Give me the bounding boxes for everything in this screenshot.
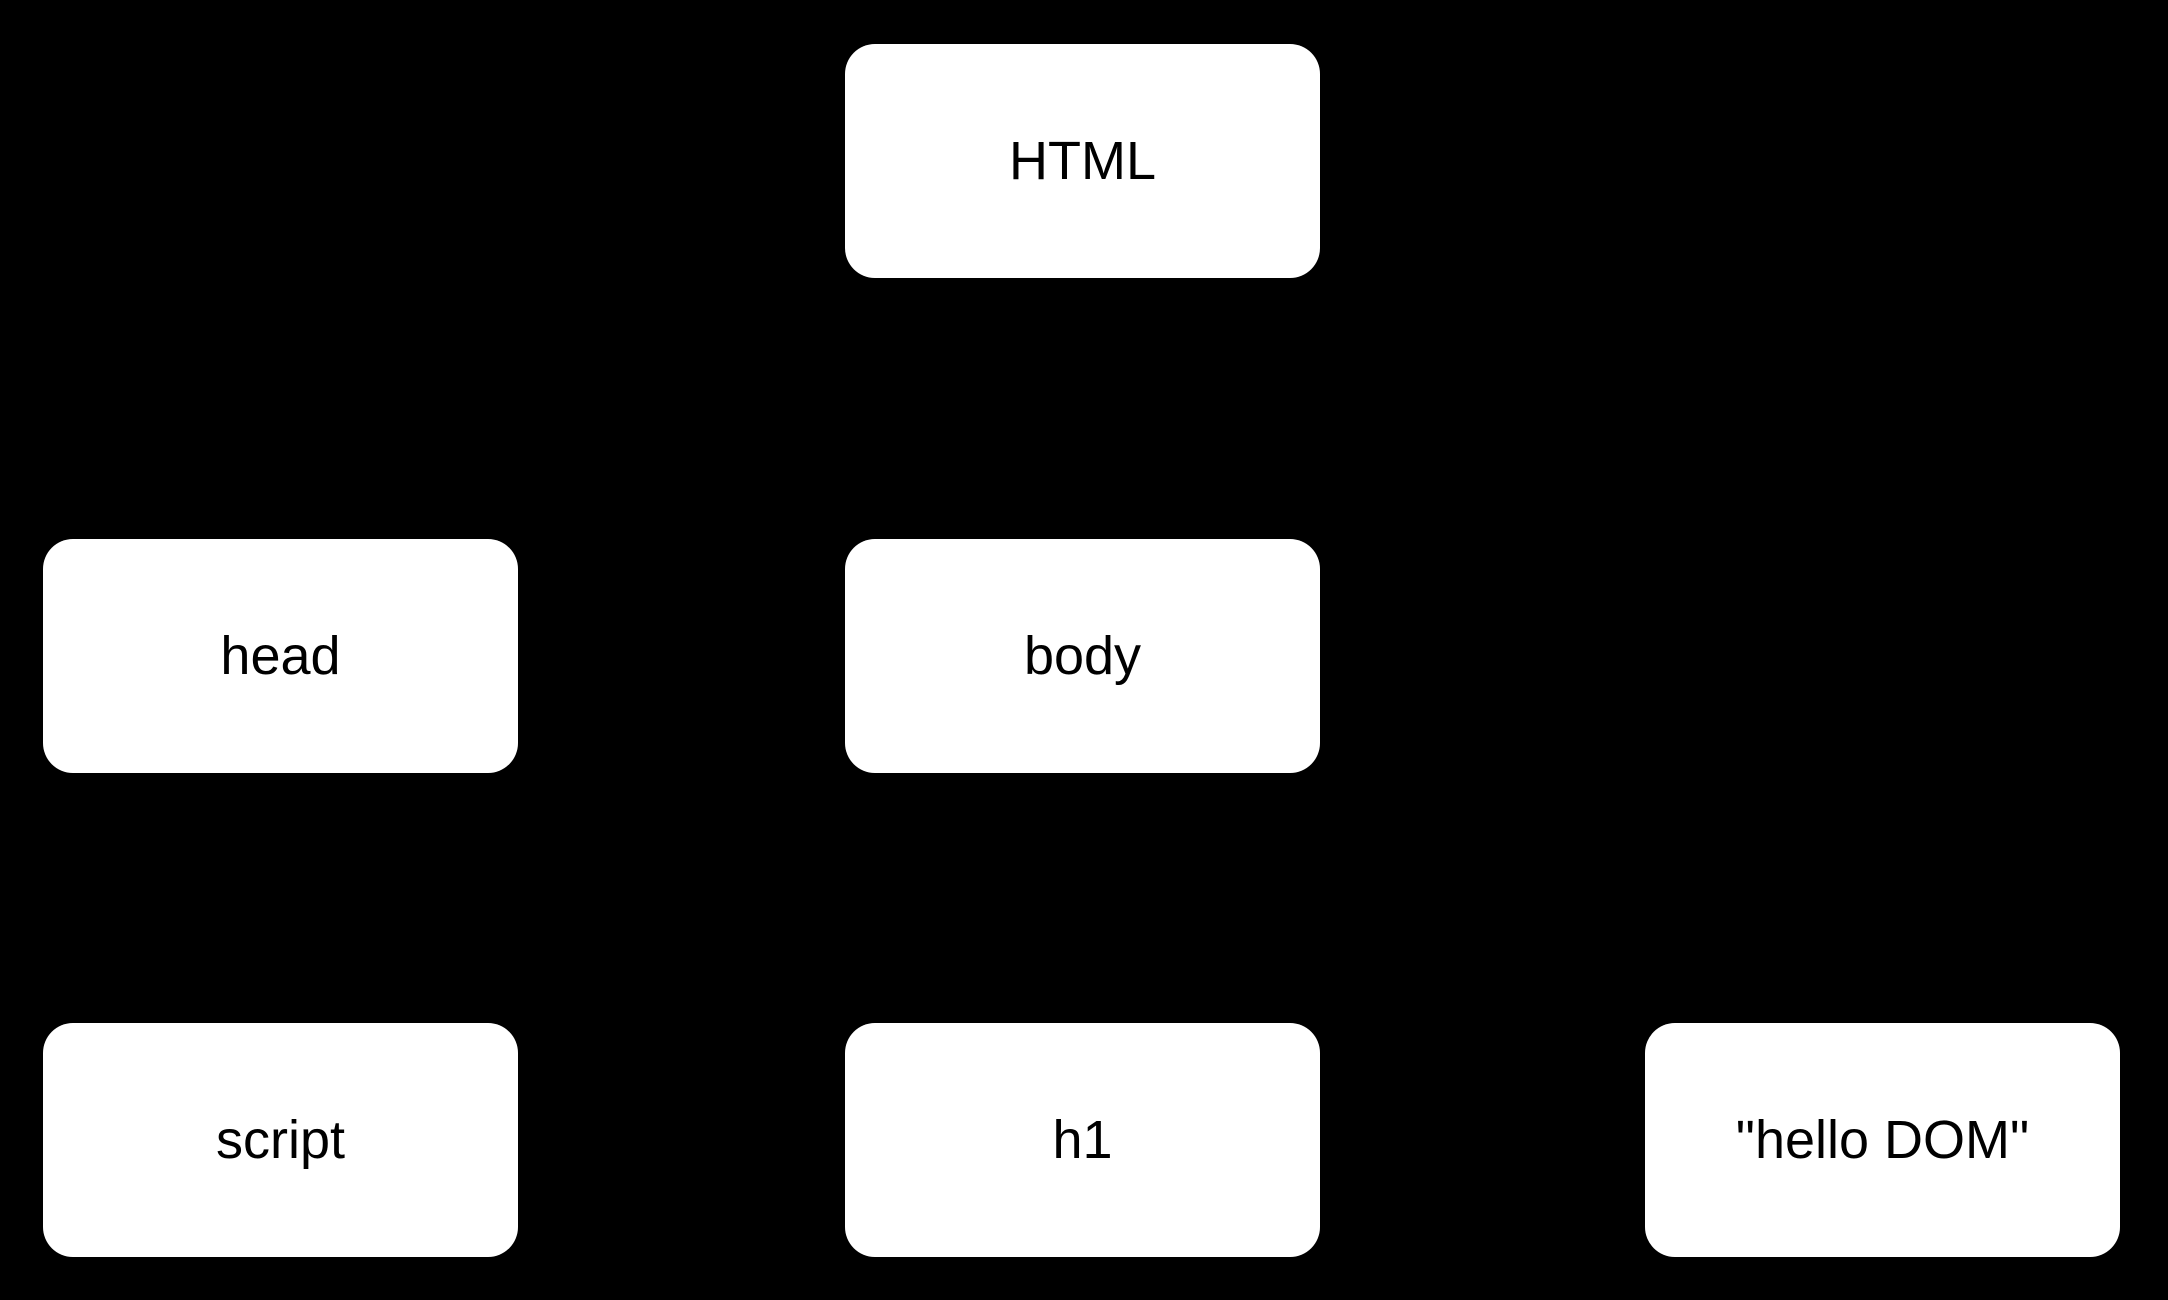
node-body-label: body: [1023, 626, 1142, 686]
node-hello-dom-text: "hello DOM": [1645, 1023, 2120, 1257]
node-head: head: [43, 539, 518, 773]
node-hello-dom-label: "hello DOM": [1735, 1110, 2030, 1170]
node-html-label: HTML: [1009, 131, 1156, 191]
node-head-label: head: [220, 626, 341, 686]
node-body: body: [845, 539, 1320, 773]
node-h1-label: h1: [1052, 1110, 1113, 1170]
node-html: HTML: [845, 44, 1320, 278]
node-script-label: script: [215, 1110, 345, 1170]
node-h1: h1: [845, 1023, 1320, 1257]
node-script: script: [43, 1023, 518, 1257]
